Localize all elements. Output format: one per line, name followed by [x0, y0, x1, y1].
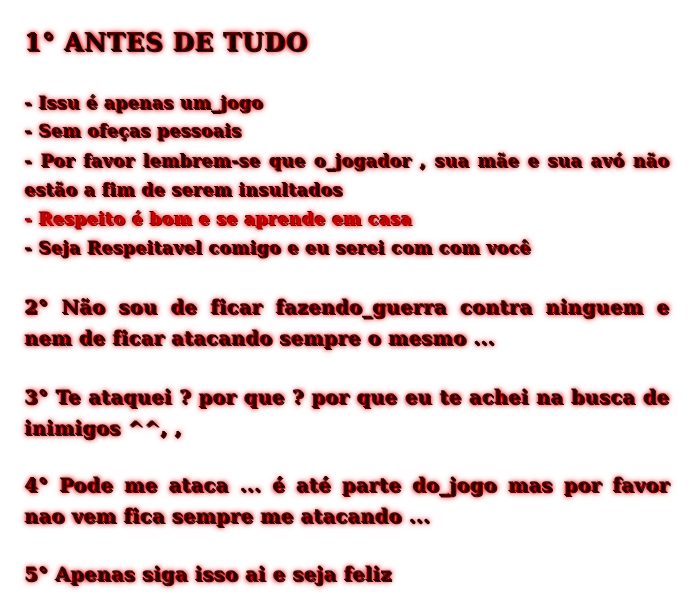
section-5: 5° Apenas siga isso ai e seja feliz	[25, 564, 393, 586]
section-4: 4° Pode me ataca ... é até parte do_jogo…	[25, 475, 670, 528]
page-title: 1° ANTES DE TUDO	[25, 28, 309, 57]
rule-item: - Respeito é bom e se aprende em casa	[25, 210, 413, 230]
rule-item: - Por favor lembrem-se que o_jogador , s…	[25, 152, 670, 201]
rule-item: - Seja Respeitavel comigo e eu serei com…	[25, 239, 532, 259]
rule-item: - Issu é apenas um_jogo	[25, 94, 264, 114]
section-3: 3° Te ataquei ? por que ? por que eu te …	[25, 387, 670, 440]
rule-item: - Sem ofeças pessoais	[25, 122, 243, 142]
section-2: 2° Não sou de ficar fazendo_guerra contr…	[25, 297, 670, 350]
